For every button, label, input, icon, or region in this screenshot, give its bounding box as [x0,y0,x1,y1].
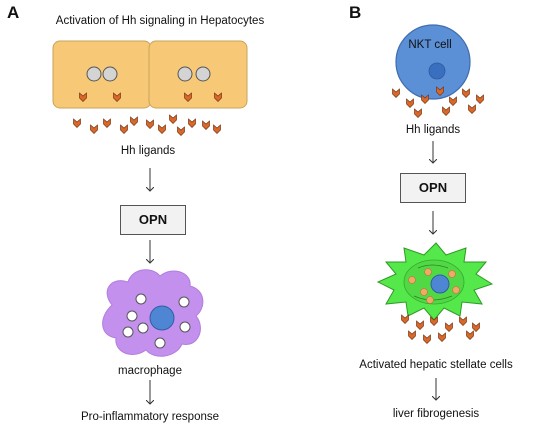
panel-a-letter: A [7,3,20,22]
panel-b-hh-ligands [392,86,484,118]
panel-b-outcome: liver fibrogenesis [392,408,480,420]
nkt-cell [395,24,471,100]
nkt-cell-label: NKT cell [408,39,451,51]
panel-b-opn-box: OPN [400,173,466,203]
panel-a-outcome: Pro-inflammatory response [80,411,220,423]
panel-a-ligands-label: Hh ligands [120,145,176,157]
panel-b-letter: B [349,3,362,22]
panel-a-opn-box: OPN [120,205,186,235]
panel-a-title: Activation of Hh signaling in Hepatocyte… [55,15,265,27]
panel-a-macrophage-label: macrophage [118,365,182,377]
hepatocyte-right [148,40,248,109]
panel-b-ligands-label: Hh ligands [405,124,461,136]
macrophage-cell [102,269,204,357]
hepatocyte-left [52,40,152,109]
stellate-cell [376,242,494,321]
panel-b-stellate-label: Activated hepatic stellate cells [359,359,513,371]
stellate-hh-ligands [401,314,480,344]
